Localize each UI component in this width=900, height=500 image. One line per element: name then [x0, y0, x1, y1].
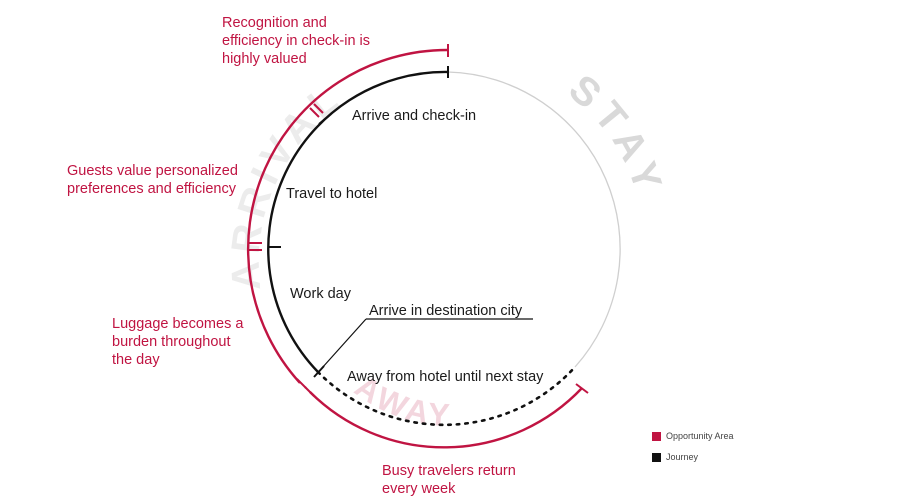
annotation-luggage: Luggage becomes a burden throughout the … [112, 316, 244, 368]
callout-leader-city [321, 318, 367, 369]
opportunity-arc-arrival [246, 48, 449, 384]
legend-swatch-journey [652, 452, 661, 462]
opportunity-arc-return [309, 387, 583, 449]
legend-swatch-opportunity [652, 431, 661, 441]
journey-tick-checkin [318, 113, 332, 125]
stage-label-stay: STAY [561, 66, 673, 203]
journey-arc [267, 70, 449, 373]
opportunity-tick-1b [313, 103, 324, 114]
step-away-from-hotel: Away from hotel until next stay [347, 369, 544, 385]
legend-label-opportunity: Opportunity Area [666, 431, 734, 441]
step-arrive-checkin: Arrive and check-in [352, 108, 477, 124]
step-travel-hotel: Travel to hotel [286, 186, 378, 202]
away-dotted-arc [316, 365, 577, 427]
opportunity-tick-3b [304, 386, 315, 397]
annotation-busy-travelers: Busy travelers return every week [382, 463, 516, 497]
opportunity-tick-3a [296, 378, 307, 389]
annotation-recognition: Recognition and efficiency in check-in i… [222, 15, 371, 67]
annotation-preferences: Guests value personalized preferences an… [67, 163, 238, 197]
step-arrive-city: Arrive in destination city [369, 303, 523, 319]
stay-ring [447, 71, 621, 368]
stage-label-arrival: ARRIVAL [223, 74, 351, 291]
opportunity-tick-1a [309, 107, 320, 118]
legend-opportunity: Opportunity Area [652, 431, 734, 441]
legend-label-journey: Journey [666, 452, 699, 462]
legend-journey: Journey [652, 452, 698, 462]
opportunity-tick-end [575, 383, 589, 394]
step-work-day: Work day [290, 286, 351, 302]
